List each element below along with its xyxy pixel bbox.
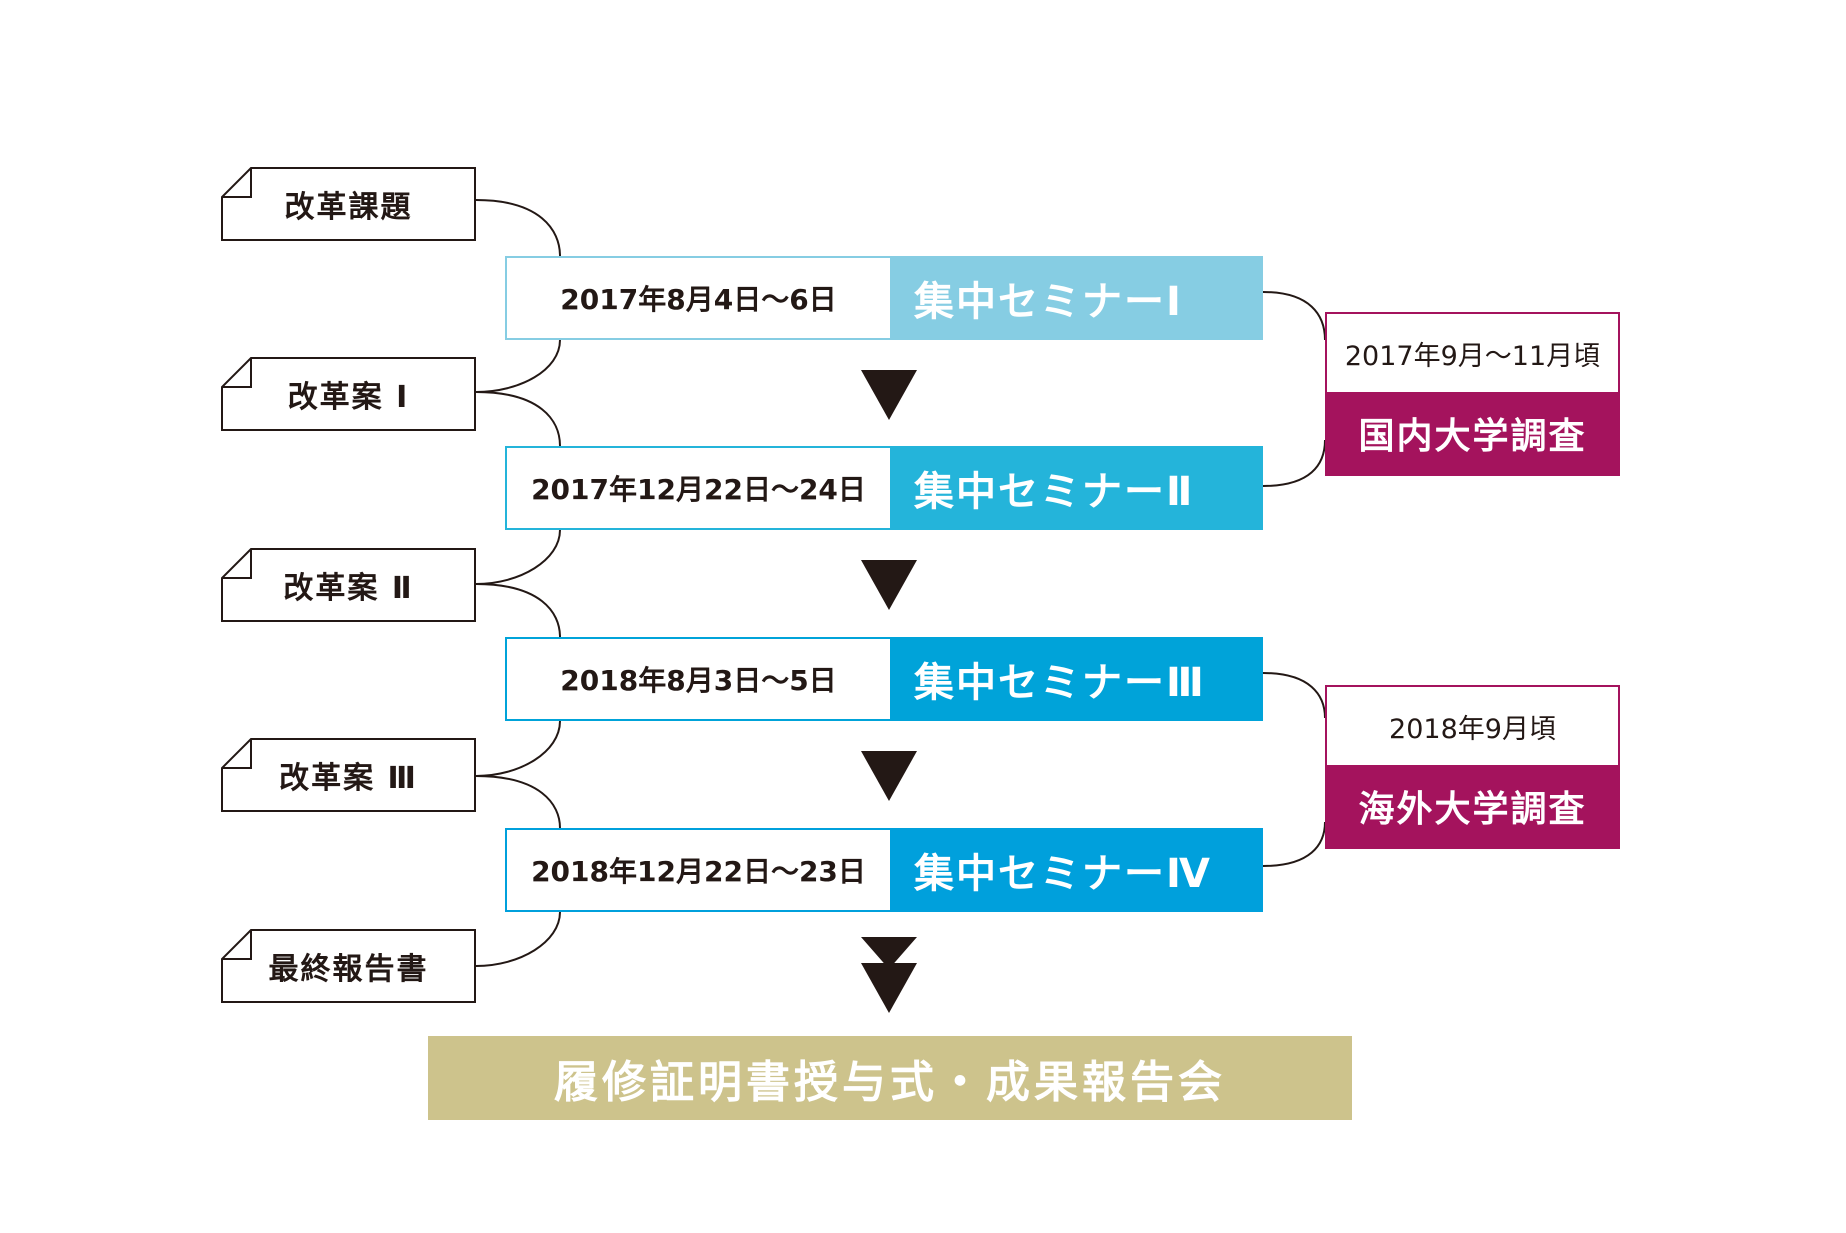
connector-seminar1-survey1: [1262, 291, 1326, 341]
seminar-date: 2018年12月22日～23日: [531, 855, 866, 888]
document-reform-plan-1: 改革案 Ⅰ: [221, 357, 476, 431]
survey-period: 2018年9月頃: [1389, 713, 1556, 745]
connector-doc1-seminar1: [475, 199, 561, 257]
survey-domestic: 2017年9月～11月頃 国内大学調査: [1325, 312, 1620, 476]
connector-seminar3-survey2: [1262, 672, 1326, 719]
document-icon: [221, 548, 476, 622]
down-arrow-icon: [861, 370, 917, 420]
seminar-date: 2017年8月4日～6日: [560, 283, 837, 316]
double-down-arrow-icon: [861, 937, 917, 1013]
seminar-title: 集中セミナーⅢ: [890, 639, 1261, 719]
connector-doc2-seminar2: [475, 391, 561, 447]
document-icon: [221, 357, 476, 431]
final-ceremony-bar: 履修証明書授与式・成果報告会: [428, 1036, 1352, 1120]
document-label: 最終報告書: [268, 952, 429, 987]
document-icon: [221, 167, 476, 241]
connector-survey2-seminar4: [1262, 821, 1326, 867]
document-icon: [221, 929, 476, 1003]
connector-seminar1-doc2: [475, 339, 561, 393]
connector-seminar3-doc4: [475, 720, 561, 777]
document-reform-plan-2: 改革案 Ⅱ: [221, 548, 476, 622]
down-arrow-icon: [861, 751, 917, 801]
document-reform-issues: 改革課題: [221, 167, 476, 241]
document-final-report: 最終報告書: [221, 929, 476, 1003]
document-label: 改革案 Ⅱ: [283, 571, 414, 606]
document-icon: [221, 738, 476, 812]
survey-title: 海外大学調査: [1327, 765, 1618, 847]
connector-seminar2-doc3: [475, 529, 561, 585]
survey-overseas: 2018年9月頃 海外大学調査: [1325, 685, 1620, 849]
connector-doc3-seminar3: [475, 583, 561, 638]
document-label: 改革案 Ⅰ: [287, 380, 410, 415]
survey-period: 2017年9月～11月頃: [1344, 340, 1601, 372]
survey-title: 国内大学調査: [1327, 392, 1618, 474]
seminar-date: 2018年8月3日～5日: [560, 664, 837, 697]
down-arrow-icon: [861, 560, 917, 610]
document-reform-plan-3: 改革案 Ⅲ: [221, 738, 476, 812]
seminar-3: 2018年8月3日～5日 集中セミナーⅢ: [505, 637, 1263, 721]
connector-seminar4-doc5: [475, 911, 561, 967]
seminar-title: 集中セミナーⅠ: [890, 258, 1261, 338]
connector-survey1-seminar2: [1262, 439, 1326, 487]
seminar-1: 2017年8月4日～6日 集中セミナーⅠ: [505, 256, 1263, 340]
document-label: 改革案 Ⅲ: [279, 761, 418, 796]
seminar-title: 集中セミナーⅡ: [890, 448, 1261, 528]
seminar-4: 2018年12月22日～23日 集中セミナーⅣ: [505, 828, 1263, 912]
document-label: 改革課題: [284, 190, 413, 225]
connector-doc4-seminar4: [475, 775, 561, 829]
seminar-title: 集中セミナーⅣ: [890, 830, 1261, 910]
seminar-date: 2017年12月22日～24日: [531, 473, 866, 506]
seminar-2: 2017年12月22日～24日 集中セミナーⅡ: [505, 446, 1263, 530]
